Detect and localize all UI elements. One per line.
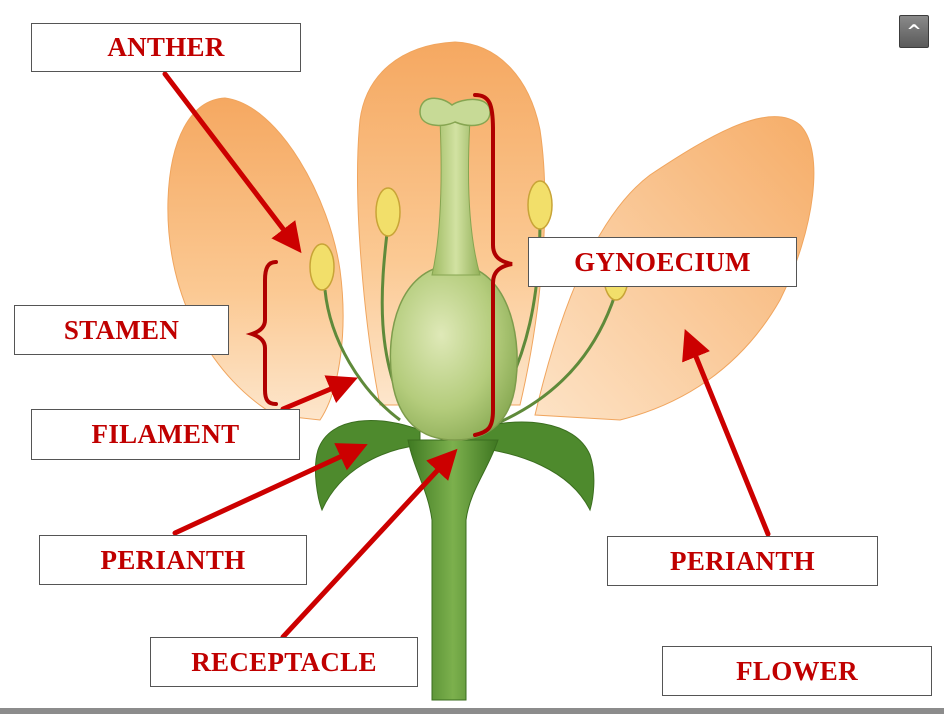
perianth-right-label: PERIANTH (607, 536, 878, 586)
style (431, 119, 481, 276)
perianth-left-arrow (172, 443, 368, 536)
scroll-up-button[interactable]: ^ (899, 15, 929, 48)
left-sepal (315, 420, 421, 512)
bottom-bar (0, 708, 944, 714)
right-sepal (469, 421, 595, 512)
stamen-label: STAMEN (14, 305, 229, 355)
stamen-bracket (245, 260, 278, 406)
perianth-left-label: PERIANTH (39, 535, 307, 585)
filament-label: FILAMENT (31, 409, 300, 460)
perianth-right-arrow (682, 329, 771, 537)
ovary (389, 264, 518, 441)
arrows (162, 71, 771, 640)
gynoecium-bracket (473, 93, 513, 437)
gynoecium-label: GYNOECIUM (528, 237, 797, 287)
filament-arrow (280, 375, 358, 412)
receptacle-arrow (280, 448, 458, 640)
anther-arrow (162, 71, 302, 254)
stem (407, 439, 499, 701)
anther-label: ANTHER (31, 23, 301, 72)
receptacle-label: RECEPTACLE (150, 637, 418, 687)
flower-label: FLOWER (662, 646, 932, 696)
